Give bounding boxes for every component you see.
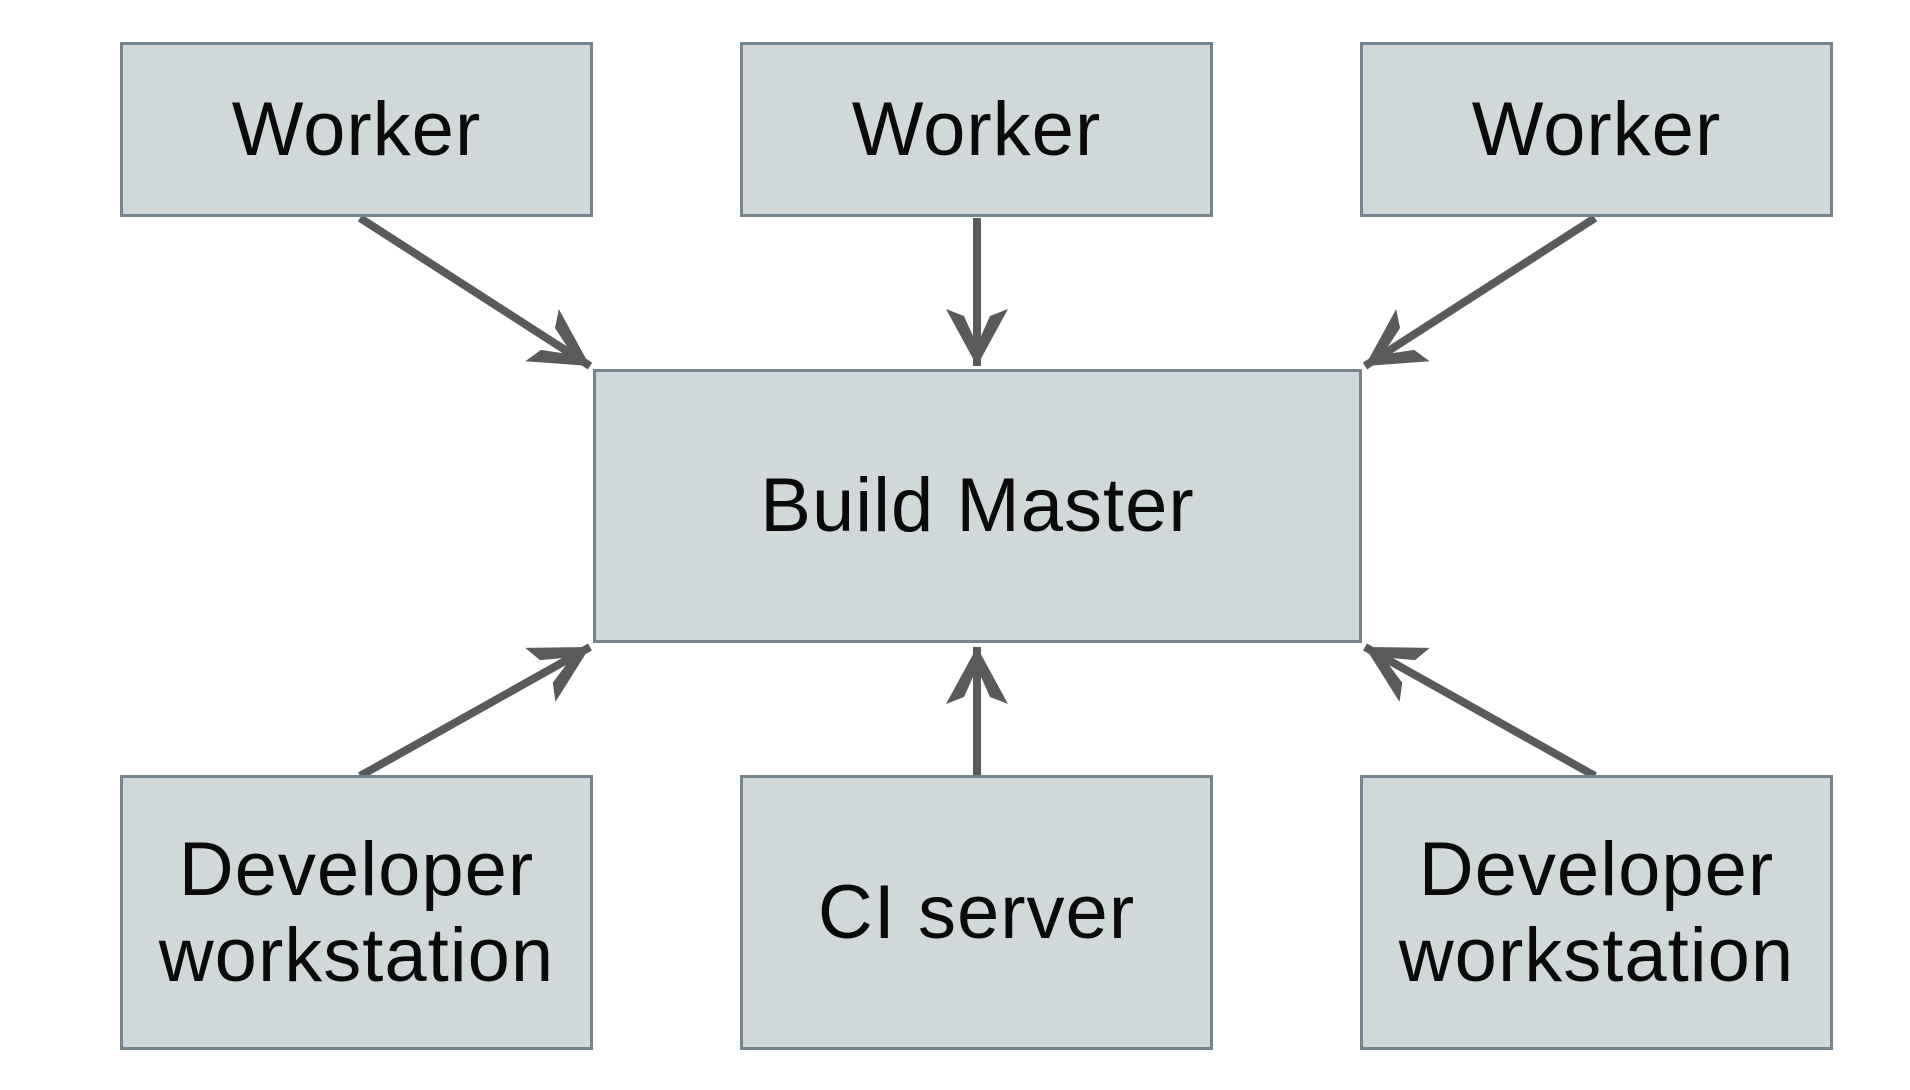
node-developer-workstation-2: Developer workstation <box>1360 775 1833 1050</box>
node-developer-workstation-1: Developer workstation <box>120 775 593 1050</box>
node-ci-server-label: CI server <box>817 869 1136 955</box>
arrow-worker1-to-buildmaster <box>357 214 593 370</box>
node-worker-1-label: Worker <box>231 86 482 172</box>
node-worker-2: Worker <box>740 42 1213 217</box>
arrow-devworkstation2-to-buildmaster <box>1363 643 1597 780</box>
node-worker-3-label: Worker <box>1471 86 1722 172</box>
node-build-master: Build Master <box>593 369 1362 643</box>
node-worker-3: Worker <box>1360 42 1833 217</box>
arrow-devworkstation1-to-buildmaster <box>358 643 592 780</box>
node-ci-server: CI server <box>740 775 1213 1050</box>
node-worker-1: Worker <box>120 42 593 217</box>
node-developer-workstation-2-label: Developer workstation <box>1398 827 1795 998</box>
node-worker-2-label: Worker <box>851 86 1102 172</box>
arrow-worker3-to-buildmaster <box>1362 214 1598 370</box>
node-build-master-label: Build Master <box>760 463 1195 549</box>
node-developer-workstation-1-label: Developer workstation <box>158 827 555 998</box>
